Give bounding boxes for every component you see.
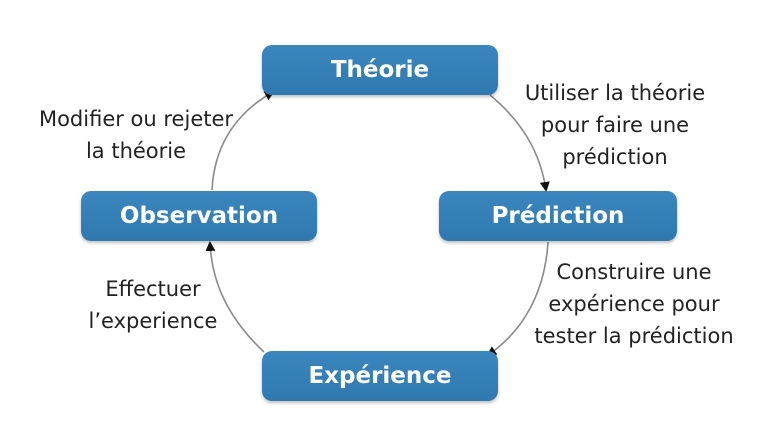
node-observation: Observation [81,191,317,241]
label-line: prédiction [562,145,668,169]
label-line: Construire une [556,260,712,284]
label-line: Utiliser la théorie [524,81,706,105]
label-experience-to-observation: Effectuer l’experience [82,273,224,337]
node-prediction: Prédiction [439,191,677,241]
arrow-observation-to-theorie [211,91,275,191]
arrow-experience-to-observation [205,241,265,353]
label-line: l’experience [88,309,218,333]
label-line: pour faire une [540,113,690,137]
label-line: la théorie [85,139,187,163]
label-line: Modifier ou rejeter [38,107,234,131]
node-experience: Expérience [262,351,498,401]
node-theorie: Théorie [262,45,498,95]
label-observation-to-theorie: Modifier ou rejeter la théorie [28,103,244,167]
arrow-prediction-to-experience [486,241,549,357]
label-line: Effectuer [105,277,201,301]
label-line: tester la prédiction [534,324,734,348]
arrow-theorie-to-prediction [489,94,550,192]
label-line: expérience pour [548,292,720,316]
label-prediction-to-experience: Construire une expérience pour tester la… [528,256,740,352]
label-theorie-to-prediction: Utiliser la théorie pour faire une prédi… [520,77,710,173]
